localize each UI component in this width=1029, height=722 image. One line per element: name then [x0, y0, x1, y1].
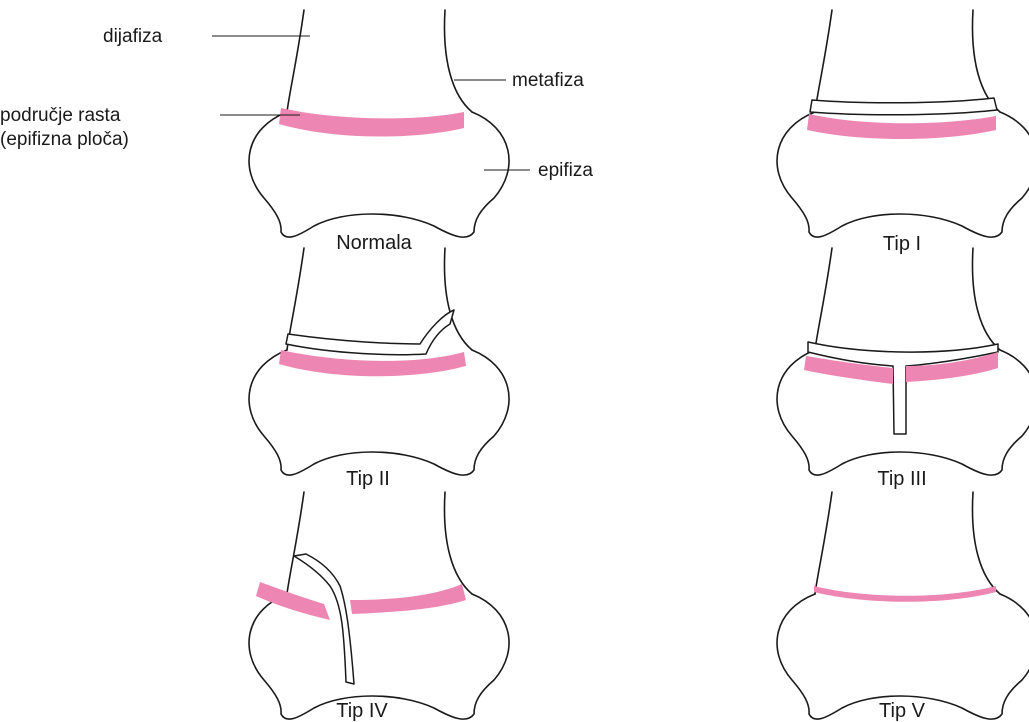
fracture-gap	[810, 98, 997, 115]
bone-shaft-right	[972, 248, 1000, 350]
caption-type-4: Tip IV	[336, 700, 388, 722]
panel-type-5	[777, 492, 1029, 719]
bone-shaft-left	[815, 248, 832, 350]
caption-type-5: Tip V	[879, 700, 926, 722]
bone-shaft-left	[287, 492, 304, 594]
label-growth-zone-line1: područje rasta	[0, 105, 121, 126]
label-epiphysis: epifiza	[538, 160, 593, 181]
panel-type-4	[249, 492, 509, 719]
panel-type-1	[777, 10, 1029, 237]
bone-shaft-right	[444, 492, 472, 594]
panel-normal	[249, 10, 509, 237]
bone-shaft-left	[287, 10, 304, 112]
panel-type-2	[249, 248, 509, 475]
label-growth-zone-line2: (epifizna ploča)	[0, 129, 129, 150]
caption-type-3: Tip III	[877, 468, 926, 490]
bone-shaft-left	[815, 10, 832, 112]
label-diaphysis: dijafiza	[103, 26, 163, 47]
caption-type-2: Tip II	[346, 468, 390, 490]
bone-shaft-right	[444, 248, 472, 350]
bone-shaft-right	[972, 492, 1000, 594]
caption-type-1: Tip I	[883, 233, 921, 255]
panel-type-3	[777, 248, 1029, 475]
fracture-gap	[286, 310, 454, 355]
bone-shaft-left	[815, 492, 832, 594]
bone-shaft-right	[972, 10, 1000, 112]
bone-shaft-right	[444, 10, 472, 112]
caption-normal: Normala	[336, 232, 412, 254]
label-metaphysis: metafiza	[512, 70, 584, 91]
